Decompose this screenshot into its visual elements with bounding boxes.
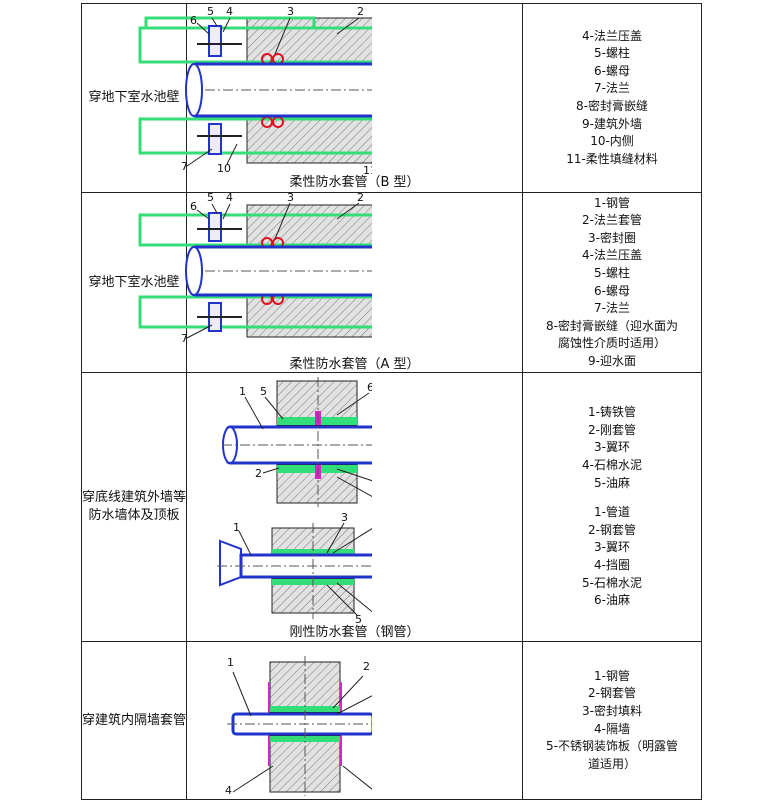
legend-item: 3-密封圈 [588,230,636,245]
legend-cell: 1-钢管 2-钢套管 3-密封填料 4-隔墙 5-不锈钢装饰板（明露管 道适用） [522,641,702,800]
table-row: 穿地下室水池壁 [81,192,702,373]
legend-item: 4-隔墙 [594,721,630,736]
legend-cell: 1-钢管 2-法兰套管 3-密封圈 4-法兰压盖 5-螺柱 6-螺母 7-法兰 … [522,192,702,373]
figure-caption: 刚性防水套管（钢管） [289,625,420,640]
legend-item: 4-法兰压盖 [582,28,642,43]
legend-item: 3-密封填料 [582,703,642,718]
figure-cell: 1 2 3 4 5 [186,641,523,800]
legend-item: 5-螺柱 [594,46,630,61]
partition-sleeve-diagram [227,656,372,796]
legend-item: 2-法兰套管 [582,213,642,228]
figure-cell: 5 4 6 3 2 1 7 8 9 柔性防水套管（A 型） [138,192,523,373]
legend-item: 4-法兰压盖 [582,248,642,263]
location-cell: 穿地下室水池壁 [81,3,187,193]
figure-cell: 1 5 6 2 4 3 1 2 3 4 5 刚性防水套管（钢管） [186,372,523,642]
legend-item: 5-油麻 [594,475,630,490]
spec-table: 穿地下室水池壁 [81,3,702,800]
legend-item: 6-螺母 [594,63,630,78]
legend-item: 4-挡圈 [594,557,630,572]
legend-item: 1-钢管 [594,195,630,210]
legend-item: 9-建筑外墙 [582,116,642,131]
legend-item: 8-密封膏嵌缝 [576,99,648,113]
table-row: 穿底线建筑外墙等防水墙体及顶板 [81,372,702,642]
legend-item: 7-法兰 [594,301,630,316]
location-cell: 穿建筑内隔墙套管 [81,641,187,800]
wall-upper [246,17,372,63]
legend-item: 11-柔性填缝材料 [566,151,658,166]
figure-caption: 柔性防水套管（B 型） [289,175,420,190]
legend-item: 10-内侧 [590,134,634,149]
legend-item: 2-钢套管 [588,686,636,701]
legend-item: 3-翼环 [594,440,630,455]
legend-item: 5-不锈钢装饰板（明露管 [546,739,678,754]
legend-item: 6-油麻 [594,593,630,608]
location-cell: 穿地下室水池壁 [81,192,187,373]
legend-item: 5-螺柱 [594,265,630,280]
legend-item: 2-钢套管 [588,522,636,537]
legend-item: 1-管道 [594,505,630,520]
legend-item: 3-翼环 [594,540,630,555]
table-row: 穿建筑内隔墙套管 1 2 3 [81,641,702,800]
legend-item: 腐蚀性介质时适用） [557,336,666,351]
flexible-sleeve-a-diagram [138,202,372,339]
legend-item: 8-密封膏嵌缝（迎水面为 [546,318,678,333]
flexible-sleeve-b-diagram [138,16,372,167]
rigid-sleeve-diagram [217,377,372,619]
legend-item: 5-石棉水泥 [582,575,642,590]
legend-item: 7-法兰 [594,81,630,96]
location-cell: 穿底线建筑外墙等防水墙体及顶板 [81,372,187,642]
legend-item: 1-铸铁管 [588,405,636,420]
wall-lower [246,118,372,164]
legend-cell: 4-法兰压盖 5-螺柱 6-螺母 7-法兰 8-密封膏嵌缝 9-建筑外墙 10-… [522,3,702,193]
figure-caption: 柔性防水套管（A 型） [289,357,420,372]
legend-item: 2-刚套管 [588,422,636,437]
figure-cell: 5 4 6 3 2 1 7 10 11 8 9 柔性防水套管（B 型） [138,3,523,193]
legend-item: 9-迎水面 [588,353,636,368]
table-row: 穿地下室水池壁 [81,3,702,193]
legend-cell: 1-铸铁管 2-刚套管 3-翼环 4-石棉水泥 5-油麻 1-管道 2-钢套管 … [522,372,702,642]
legend-item: 道适用） [587,756,636,771]
legend-item: 4-石棉水泥 [582,458,642,473]
legend-item: 6-螺母 [594,283,630,298]
legend-item: 1-钢管 [594,668,630,683]
